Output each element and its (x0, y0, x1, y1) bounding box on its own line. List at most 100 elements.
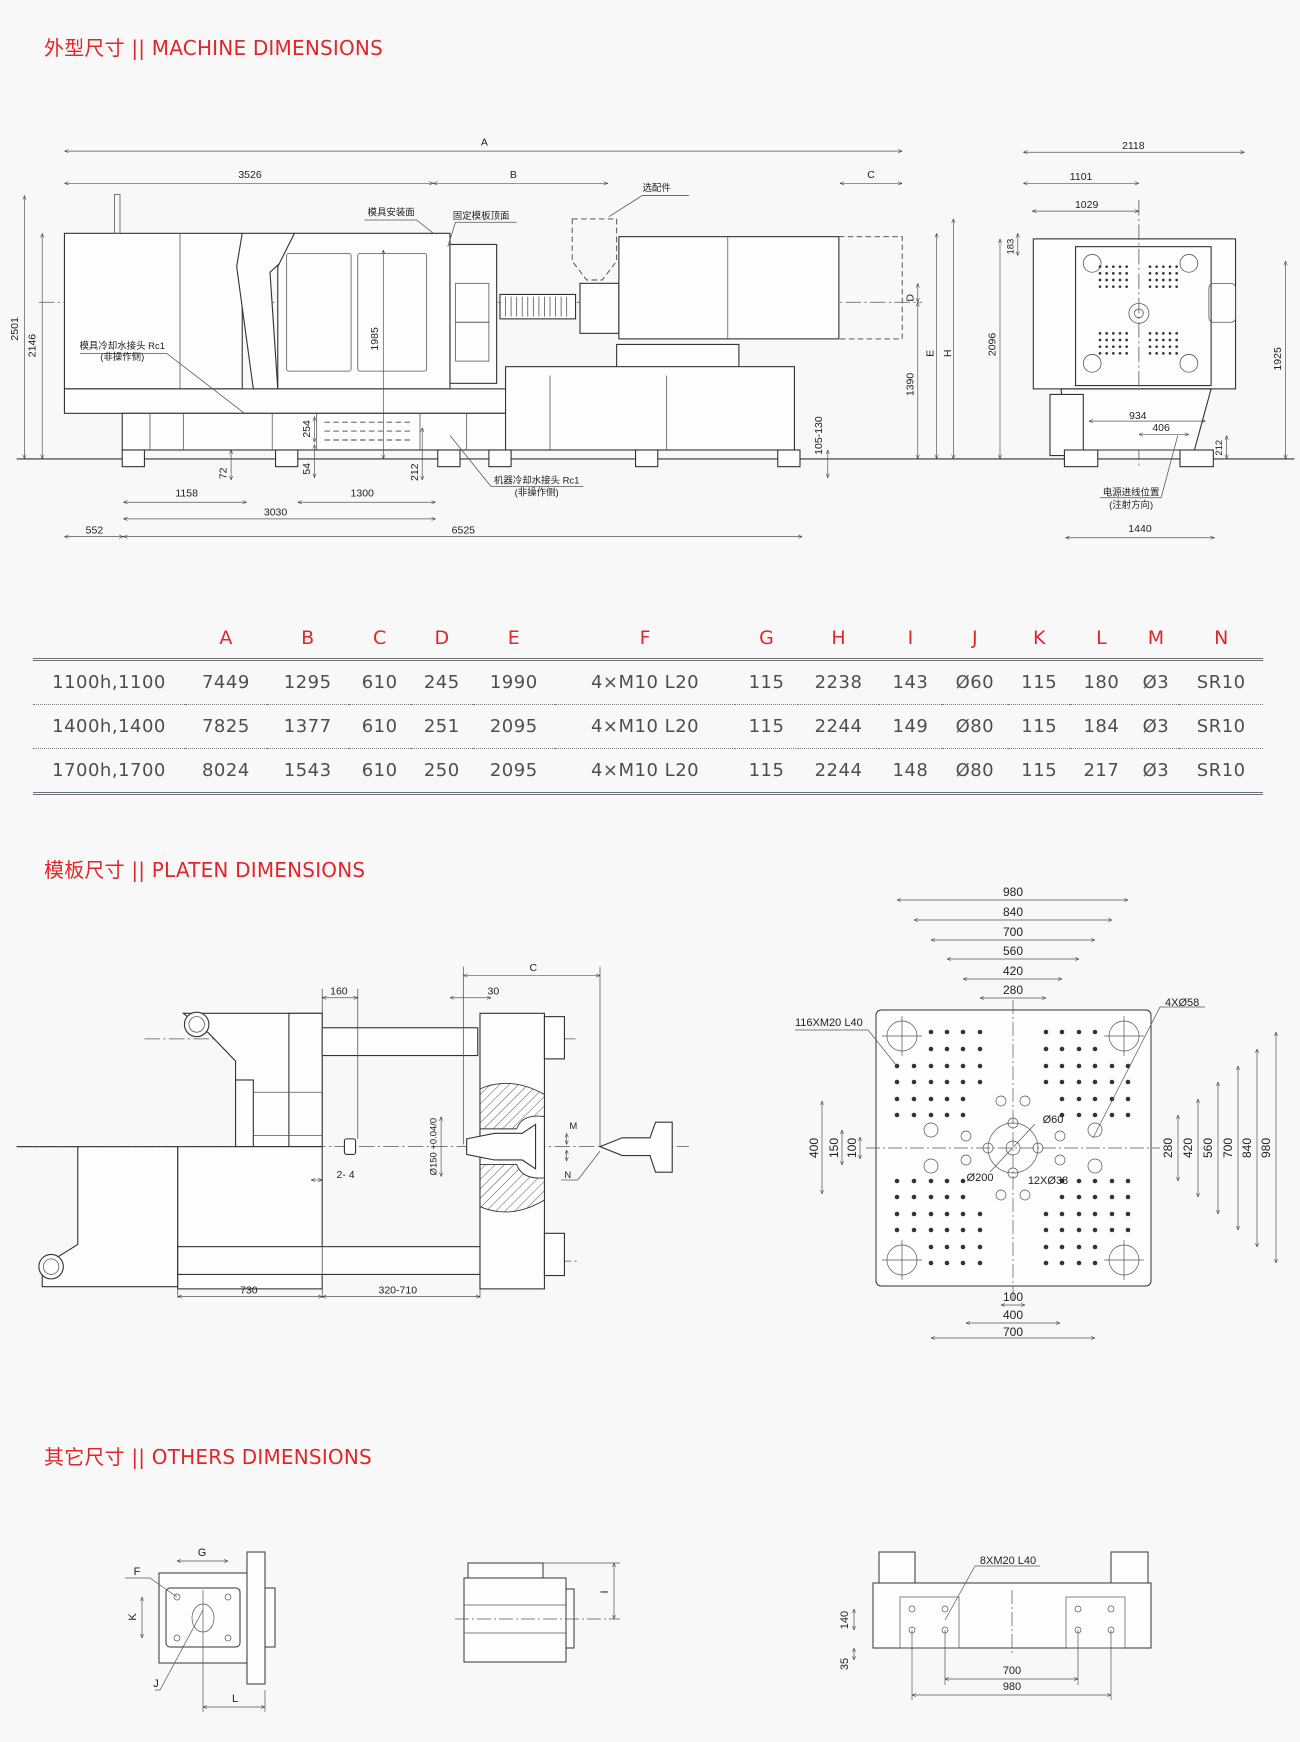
tapped-hole (1059, 1227, 1065, 1233)
dimension-label-side_d934: 934 (1129, 410, 1147, 422)
dimension-label-d105_130: 105-130 (813, 416, 825, 455)
tapped-hole (960, 1029, 966, 1035)
value-cell-j: Ø80 (941, 704, 1009, 749)
dimension-label-d60: Ø60 (1043, 1114, 1064, 1126)
value-cell-i: 143 (879, 659, 942, 705)
end-view-hole (1168, 331, 1172, 335)
tapped-hole (928, 1211, 934, 1217)
end-view-hole (1118, 265, 1122, 268)
value-cell-b: 1295 (266, 659, 349, 705)
tapped-hole (944, 1211, 950, 1217)
dimension-label-N: N (564, 1170, 571, 1181)
column-header-f: F (554, 618, 736, 661)
value-cell-a: 7449 (185, 659, 267, 705)
platen-front-view (795, 1000, 1205, 1300)
end-view-hole (1125, 265, 1128, 268)
value-cell-m: Ø3 (1132, 659, 1180, 705)
platen-dimensions-heading: 模板尺寸 || PLATEN DIMENSIONS (44, 858, 366, 882)
end-view-hole (1161, 265, 1165, 268)
tapped-hole (944, 1096, 950, 1102)
tapped-hole (977, 1227, 983, 1233)
end-view-hole (1111, 265, 1115, 268)
tapped-hole (1076, 1096, 1082, 1102)
value-cell-k: 115 (1008, 704, 1071, 749)
end-view-hole (1105, 331, 1108, 335)
tapped-hole (911, 1112, 917, 1118)
end-view-hole (1155, 345, 1158, 348)
end-view-hole (1175, 338, 1178, 342)
column-header-a: A (185, 618, 267, 661)
column-header-i: I (879, 618, 942, 661)
injection-base (504, 366, 795, 451)
end-view-hole (1125, 338, 1128, 342)
column-header-b: B (266, 618, 349, 661)
end-view-hole (1175, 278, 1178, 282)
end-view-hole (1155, 338, 1158, 342)
machine-end-view (1032, 199, 1237, 499)
tapped-hole (894, 1096, 900, 1102)
dimension-label-b400: 400 (1003, 1308, 1023, 1322)
tapped-hole (1043, 1046, 1049, 1052)
tapped-hole (1059, 1112, 1065, 1118)
dimension-label-mold_cooling: 模具冷却水接头 Rc1 (79, 340, 164, 352)
end-view-hole (1111, 285, 1115, 288)
dimension-label-fixed_platen_top: 固定模板顶面 (453, 210, 510, 222)
dimension-label-G: G (198, 1547, 207, 1559)
value-cell-k: 115 (1008, 659, 1071, 705)
dimension-label-d3526: 3526 (238, 169, 262, 181)
column-header-d: D (410, 618, 473, 661)
clamp-cover (63, 232, 243, 390)
tapped-hole (1059, 1260, 1065, 1266)
value-cell-f: 4×M10 L20 (554, 748, 736, 795)
end-view-hole (1105, 345, 1108, 348)
model-cell: 1400h,1400 (33, 704, 185, 749)
tapped-hole (1059, 1244, 1065, 1250)
end-view-hole (1148, 331, 1152, 335)
tapped-hole (911, 1227, 917, 1233)
tapped-hole (928, 1029, 934, 1035)
end-view-hole (1098, 338, 1102, 342)
tapped-hole (1125, 1178, 1131, 1184)
tapped-hole (1109, 1079, 1115, 1085)
tapped-hole (977, 1260, 983, 1266)
model-cell: 1100h,1100 (33, 659, 185, 705)
end-view-hole (1161, 285, 1165, 288)
end-view-hole (1175, 265, 1178, 268)
end-view-hole (1118, 271, 1122, 275)
tapped-hole (1092, 1079, 1098, 1085)
dimension-label-h280: 280 (1161, 1138, 1175, 1158)
dimension-label-w560: 560 (1003, 944, 1023, 958)
dimension-label-side_d183: 183 (1005, 239, 1016, 255)
tapped-hole (911, 1211, 917, 1217)
dimension-label-h420: 420 (1181, 1138, 1195, 1158)
tapped-hole (1092, 1227, 1098, 1233)
others-dimensions-heading: 其它尺寸 || OTHERS DIMENSIONS (44, 1445, 372, 1469)
dimension-label-A: A (481, 137, 488, 149)
tapped-hole (1109, 1178, 1115, 1184)
tapped-hole (960, 1194, 966, 1200)
tapped-hole (1076, 1029, 1082, 1035)
tapped-hole (928, 1079, 934, 1085)
tapped-hole (1109, 1112, 1115, 1118)
end-view-hole (1098, 351, 1102, 355)
end-view-hole (1175, 271, 1178, 275)
hopper-optional (571, 218, 618, 281)
tapped-hole (928, 1112, 934, 1118)
others-injection-head (455, 1562, 620, 1663)
dimension-label-w280: 280 (1003, 983, 1023, 997)
tapped-hole (1109, 1211, 1115, 1217)
tapped-hole (977, 1244, 983, 1250)
dimension-label-d730: 730 (240, 1284, 258, 1296)
tapped-hole (1043, 1029, 1049, 1035)
dimension-label-power_inlet: 电源进线位置 (1103, 487, 1160, 499)
tie-bar-upper (321, 1027, 479, 1057)
tapped-hole (977, 1029, 983, 1035)
tapped-hole (894, 1211, 900, 1217)
tapped-hole (911, 1079, 917, 1085)
value-cell-e: 2095 (472, 748, 555, 795)
dimension-label-d2501: 2501 (9, 317, 21, 341)
value-cell-j: Ø80 (941, 748, 1009, 795)
